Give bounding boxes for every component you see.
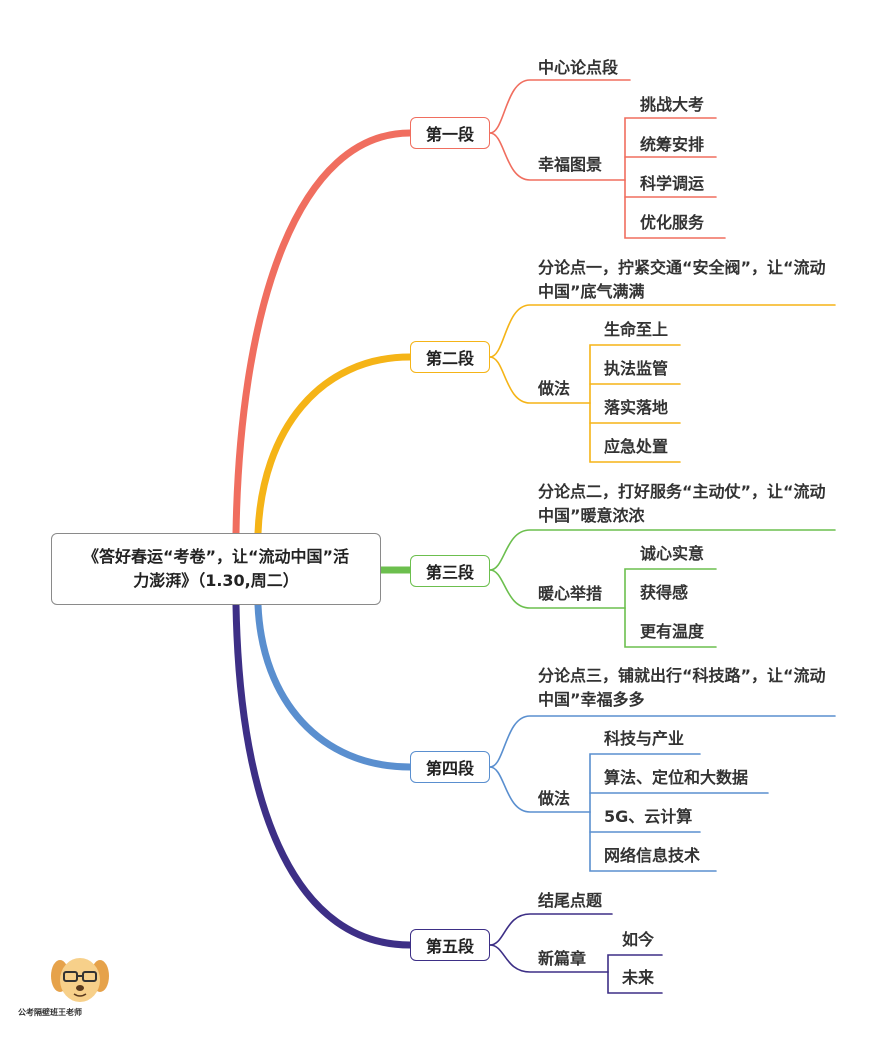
branch-line-26 (607, 971, 663, 994)
section-5-node[interactable]: 第五段 (410, 929, 490, 961)
branch-line-4 (624, 179, 726, 239)
connector-lines (232, 79, 836, 994)
branch-line-13 (489, 529, 836, 571)
section-5-closing-theme[interactable]: 结尾点题 (538, 891, 603, 910)
section-1-central-thesis[interactable]: 中心论点段 (538, 58, 619, 77)
trunk-line-section-2 (254, 353, 414, 537)
section-1-item-1[interactable]: 挑战大考 (640, 95, 705, 114)
section-4-item-2[interactable]: 算法、定位和大数据 (604, 768, 749, 787)
trunk-line-section-4 (254, 601, 414, 771)
section-2-item-1[interactable]: 生命至上 (604, 320, 669, 339)
section-3-sub-thesis[interactable]: 分论点二，打好服务“主动仗”，让“流动中国”暖意浓浓 (538, 482, 826, 525)
branch-line-17 (489, 715, 836, 768)
section-4-sub-thesis[interactable]: 分论点三，铺就出行“科技路”，让“流动中国”幸福多多 (538, 666, 826, 709)
section-4-method[interactable]: 做法 (538, 789, 571, 808)
section-5-item-1[interactable]: 如今 (622, 930, 655, 949)
branch-line-1 (489, 79, 631, 134)
section-5-new-chapter[interactable]: 新篇章 (538, 949, 587, 968)
branch-line-2 (489, 132, 626, 181)
section-1-happy-scene[interactable]: 幸福图景 (538, 155, 603, 174)
branch-line-15 (624, 568, 717, 609)
section-3-item-3[interactable]: 更有温度 (640, 622, 705, 641)
section-1-item-3[interactable]: 科学调运 (640, 174, 705, 193)
branch-line-25 (607, 954, 663, 973)
section-2-item-2[interactable]: 执法监管 (604, 359, 669, 378)
trunk-line-section-5 (232, 601, 414, 949)
section-3-item-2[interactable]: 获得感 (640, 583, 689, 602)
trunk-line-section-1 (232, 129, 414, 537)
root-topic[interactable]: 《答好春运“考卷”，让“流动中国”活 力澎湃》（1.30,周二） (51, 533, 381, 605)
root-topic-line-1: 《答好春运“考卷”，让“流动中国”活 (82, 547, 350, 566)
cartoon-dog-with-glasses-icon (51, 958, 109, 1002)
section-1-item-4[interactable]: 优化服务 (640, 213, 705, 232)
branch-line-3 (624, 117, 717, 181)
section-1-item-2[interactable]: 统筹安排 (640, 135, 705, 154)
watermark-text: 公考隔壁班王老师 (18, 1008, 82, 1017)
section-3-item-1[interactable]: 诚心实意 (640, 544, 705, 563)
branch-line-14 (489, 569, 626, 609)
branch-line-7 (489, 304, 836, 358)
section-3-node[interactable]: 第三段 (410, 555, 490, 587)
branch-line-23 (489, 913, 613, 946)
section-2-sub-thesis[interactable]: 分论点一，拧紧交通“安全阀”，让“流动中国”底气满满 (538, 258, 826, 301)
branch-line-16 (624, 607, 717, 648)
section-4-item-1[interactable]: 科技与产业 (604, 729, 685, 748)
section-4-node[interactable]: 第四段 (410, 751, 490, 783)
branch-line-18 (489, 766, 591, 813)
branch-line-24 (489, 944, 609, 973)
section-4-item-4[interactable]: 网络信息技术 (604, 846, 701, 865)
section-2-item-3[interactable]: 落实落地 (604, 398, 669, 417)
section-2-node[interactable]: 第二段 (410, 341, 490, 373)
section-3-warm-measures[interactable]: 暖心举措 (538, 584, 603, 603)
section-4-item-3[interactable]: 5G、云计算 (604, 807, 693, 826)
section-5-item-2[interactable]: 未来 (622, 968, 655, 987)
branch-line-8 (489, 356, 591, 404)
section-1-node[interactable]: 第一段 (410, 117, 490, 149)
root-topic-line-2: 力澎湃》（1.30,周二） (133, 571, 299, 590)
section-2-item-4[interactable]: 应急处置 (604, 437, 669, 456)
section-2-method[interactable]: 做法 (538, 379, 571, 398)
